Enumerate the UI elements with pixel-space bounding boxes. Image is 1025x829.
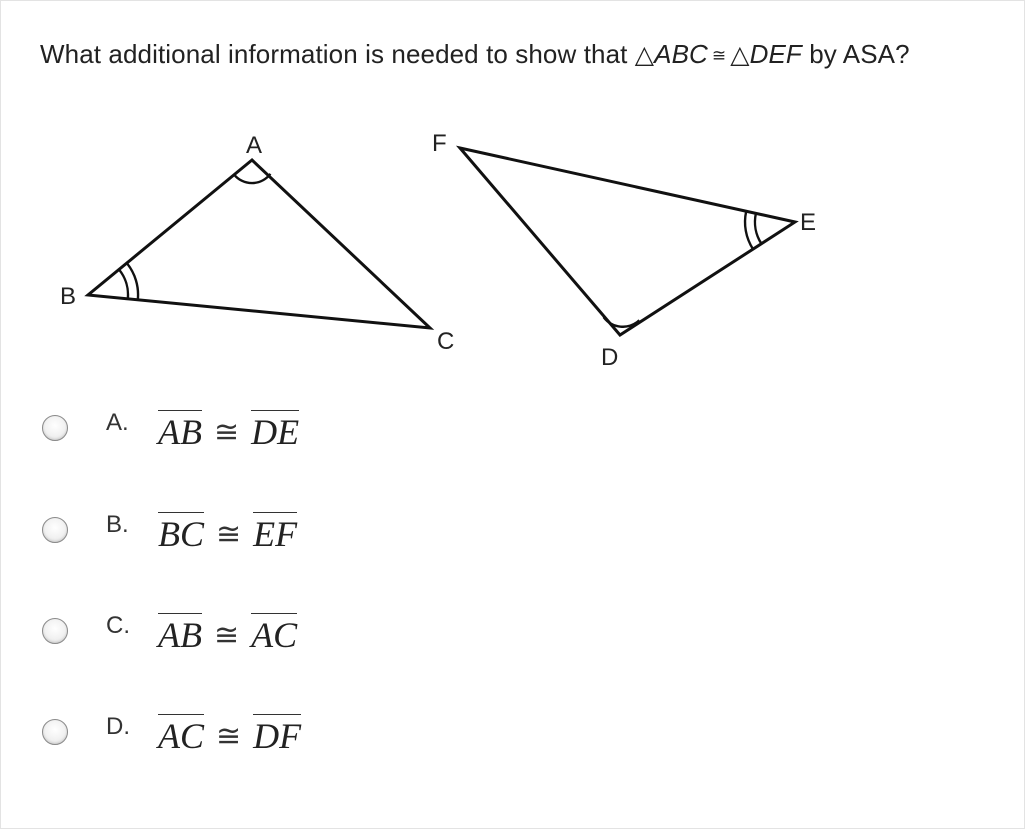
label-a: A (246, 132, 262, 159)
segment-left: AB (158, 410, 202, 452)
congruent-operator: ≅ (216, 517, 242, 552)
triangle-abc-shape (84, 158, 435, 330)
radio-button-b[interactable] (42, 517, 68, 543)
triangle-def-name: DEF (749, 39, 802, 69)
option-d-letter: D. (106, 713, 130, 740)
triangles-figure: A B C F E D (60, 130, 816, 371)
triangle-abc-name: ABC (654, 39, 708, 69)
option-b[interactable]: B. BC ≅ EF (40, 504, 540, 564)
radio-button-a[interactable] (42, 415, 68, 441)
option-a-expression: AB ≅ DE (158, 410, 300, 455)
congruent-symbol: ≅ (711, 46, 727, 65)
question-suffix: by ASA? (801, 39, 910, 69)
triangle-symbol-1: △ (634, 41, 655, 69)
radio-button-c[interactable] (42, 618, 68, 644)
question-prefix: What additional information is needed to… (40, 39, 635, 69)
segment-right: AC (251, 613, 298, 655)
option-c-expression: AB ≅ AC (158, 613, 298, 658)
option-b-letter: B. (106, 511, 129, 538)
option-d[interactable]: D. AC ≅ DF (40, 706, 540, 766)
angle-b-arc-inner (118, 268, 130, 299)
segment-right: DE (251, 410, 300, 452)
angle-e-arc-inner (753, 213, 763, 245)
angle-d-arc (602, 316, 641, 328)
label-f: F (432, 130, 447, 157)
label-c: C (437, 328, 454, 355)
congruent-operator: ≅ (213, 618, 240, 653)
segment-left: AB (158, 613, 202, 655)
angle-e-arc-outer (743, 210, 755, 250)
triangle-def: F E D (432, 130, 816, 371)
option-a-letter: A. (106, 409, 129, 436)
segment-right: DF (253, 714, 302, 756)
option-d-expression: AC ≅ DF (158, 714, 302, 759)
option-a[interactable]: A. AB ≅ DE (40, 402, 540, 462)
option-c[interactable]: C. AB ≅ AC (40, 605, 540, 665)
triangle-symbol-2: △ (730, 41, 750, 69)
congruent-operator: ≅ (216, 719, 242, 754)
label-e: E (800, 209, 816, 236)
option-b-expression: BC ≅ EF (158, 512, 298, 557)
segment-left: BC (158, 512, 205, 554)
radio-button-d[interactable] (42, 719, 68, 745)
label-b: B (60, 283, 76, 310)
triangle-def-shape (455, 145, 799, 337)
option-c-letter: C. (106, 612, 130, 639)
triangle-abc: A B C (60, 132, 454, 355)
label-d: D (601, 344, 618, 371)
congruent-operator: ≅ (213, 415, 240, 450)
segment-left: AC (158, 714, 205, 756)
angle-a-arc (233, 173, 272, 185)
question-text: What additional information is needed to… (40, 37, 910, 73)
segment-right: EF (253, 512, 298, 554)
angle-b-arc-outer (125, 262, 140, 300)
